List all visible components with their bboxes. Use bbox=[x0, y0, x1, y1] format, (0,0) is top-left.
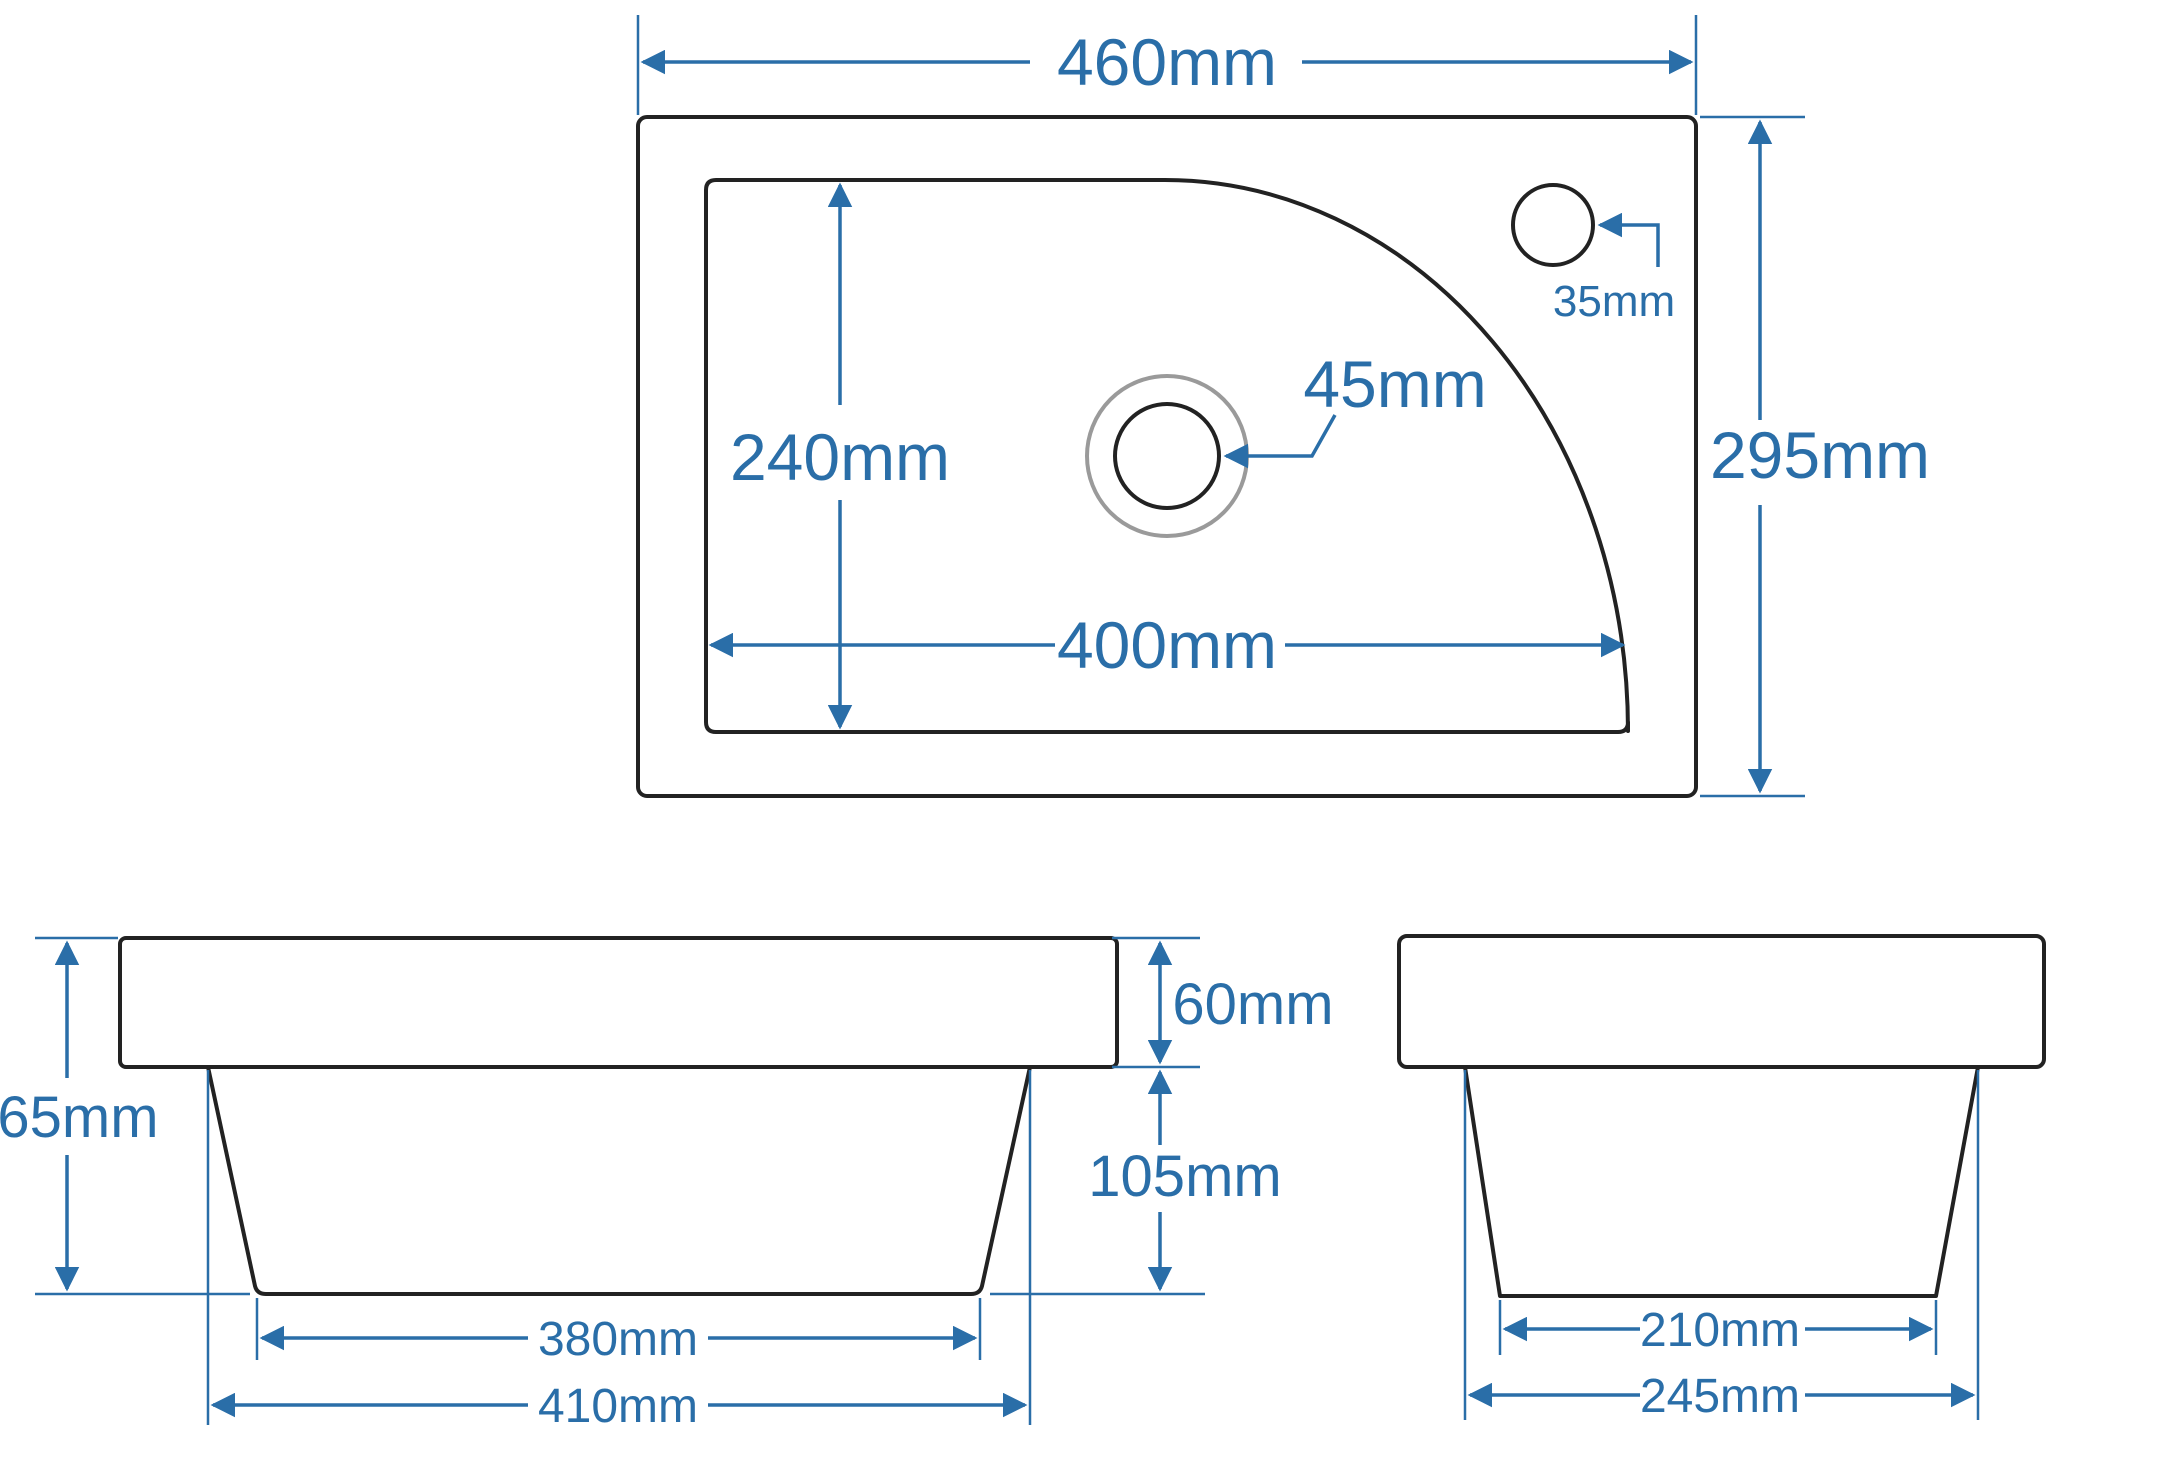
label-drain-diameter: 45mm bbox=[1303, 347, 1486, 421]
label-overall-width: 460mm bbox=[1057, 25, 1277, 99]
front-view-bowl bbox=[206, 1066, 1032, 1296]
side-view-rim bbox=[1397, 934, 2046, 1069]
label-tap-hole-diameter: 35mm bbox=[1553, 277, 1675, 326]
top-view-outer-outline bbox=[636, 115, 1698, 798]
drain-hole bbox=[1113, 402, 1221, 510]
leader-line-drain bbox=[1223, 414, 1337, 469]
drain-ring bbox=[1085, 374, 1249, 538]
leader-line-tap-hole bbox=[1597, 212, 1660, 267]
label-bowl-height: 105mm bbox=[1088, 1144, 1281, 1209]
label-rim-height: 60mm bbox=[1172, 972, 1333, 1037]
label-side-top-width: 245mm bbox=[1640, 1370, 1800, 1423]
tap-hole bbox=[1511, 183, 1595, 267]
top-view: 460mm 295mm 240mm 400mm 45mm 35mm bbox=[636, 15, 1930, 798]
label-overall-depth: 295mm bbox=[1710, 418, 1930, 492]
front-view-rim bbox=[118, 936, 1119, 1069]
label-bowl-depth: 240mm bbox=[730, 420, 950, 494]
front-view: 65mm 60mm 105mm 380mm 410mm bbox=[0, 936, 1334, 1433]
label-total-height: 65mm bbox=[0, 1085, 159, 1150]
label-side-bottom-width: 210mm bbox=[1640, 1304, 1800, 1357]
side-view: 210mm 245mm bbox=[1397, 934, 2046, 1423]
label-front-top-width: 410mm bbox=[538, 1380, 698, 1433]
label-bowl-width: 400mm bbox=[1057, 608, 1277, 682]
side-view-bowl bbox=[1463, 1066, 1980, 1298]
label-front-bottom-width: 380mm bbox=[538, 1313, 698, 1366]
top-view-bowl-outline bbox=[704, 178, 1630, 734]
